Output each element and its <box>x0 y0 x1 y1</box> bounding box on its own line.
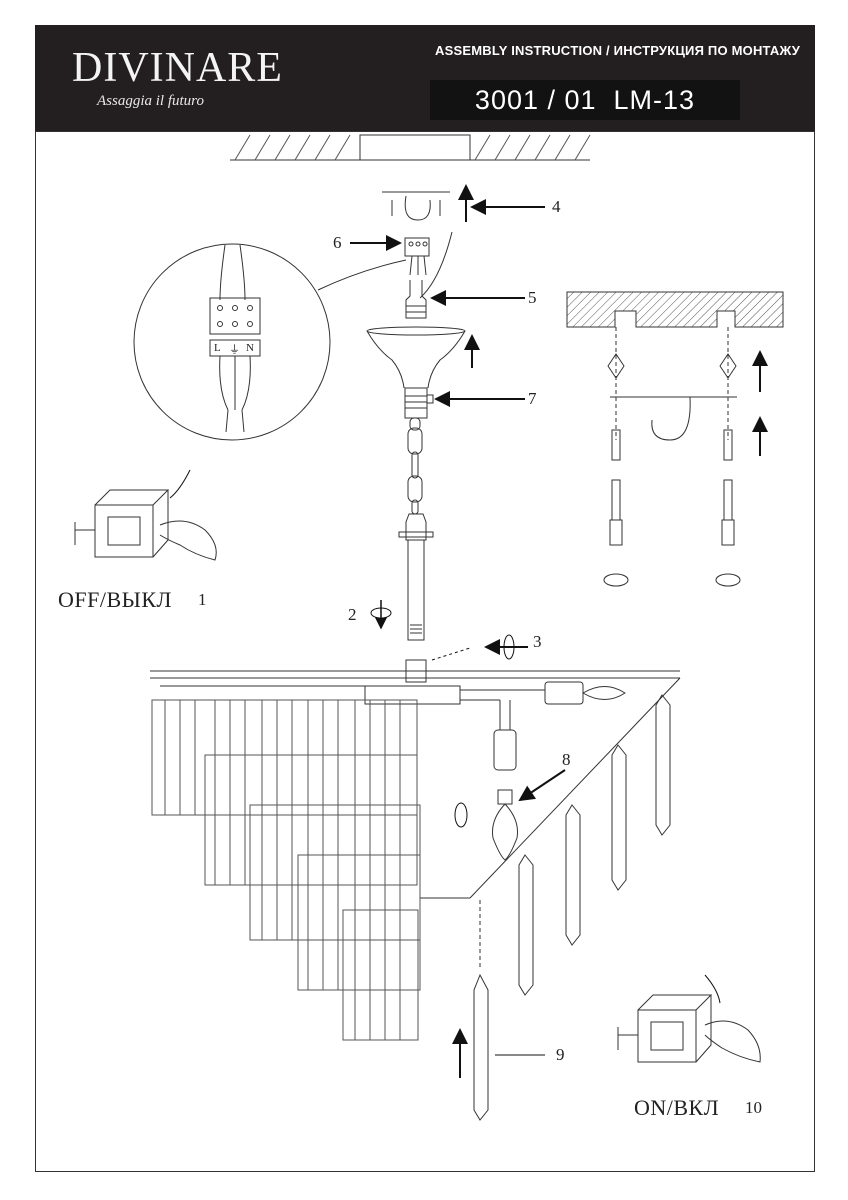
terminal-neutral-label: N <box>246 342 254 354</box>
instruction-frame <box>35 131 815 1172</box>
step-5-label: 5 <box>528 288 537 307</box>
step-8-label: 8 <box>562 750 571 769</box>
rotate-arrow-2 <box>370 600 392 630</box>
terminal-block <box>404 237 430 276</box>
step-7-label: 7 <box>528 389 537 408</box>
ceiling <box>230 134 591 161</box>
chandelier-frame <box>150 670 681 899</box>
connector-sleeve <box>405 280 427 319</box>
mounting-bracket <box>382 191 453 299</box>
terminal-live-label: L <box>214 342 221 354</box>
chain <box>407 417 423 515</box>
step-4-label: 4 <box>552 197 561 216</box>
ceiling-mount-detail <box>566 291 784 587</box>
step-6-label: 6 <box>333 233 342 252</box>
step-1-label: 1 <box>198 590 207 609</box>
down-rod <box>398 513 434 683</box>
canopy <box>366 326 466 389</box>
switch-on-label: ON/ВКЛ <box>634 1095 720 1120</box>
bulb <box>454 789 518 861</box>
switch-off-label: OFF/ВЫКЛ <box>58 587 172 612</box>
header-bar: DIVINARE Assaggia il futuro ASSEMBLY INS… <box>35 25 815 132</box>
document-title: ASSEMBLY INSTRUCTION / ИНСТРУКЦИЯ ПО МОН… <box>435 43 800 58</box>
crystal-tiers <box>151 699 421 1041</box>
side-crystals <box>473 694 671 1121</box>
step-2-label: 2 <box>348 605 357 624</box>
model-box: 3001 / 01 LM-13 <box>430 80 740 120</box>
step-9-label: 9 <box>556 1045 565 1064</box>
pointer-arrow-8 <box>518 769 566 802</box>
wall-switch-off <box>74 469 217 561</box>
brand-logo: DIVINARE <box>72 45 283 91</box>
model-number: 3001 / 01 LM-13 <box>474 85 696 115</box>
terminal-earth-label: ⏚ <box>229 344 240 356</box>
fixing-sleeve <box>404 387 434 419</box>
step-10-label: 10 <box>745 1098 762 1117</box>
wiring-detail-circle <box>133 243 407 441</box>
brand-tagline: Assaggia il futuro <box>97 93 204 109</box>
wall-switch-on <box>617 974 761 1063</box>
step-3-label: 3 <box>533 632 542 651</box>
screw-step-3 <box>431 634 528 661</box>
